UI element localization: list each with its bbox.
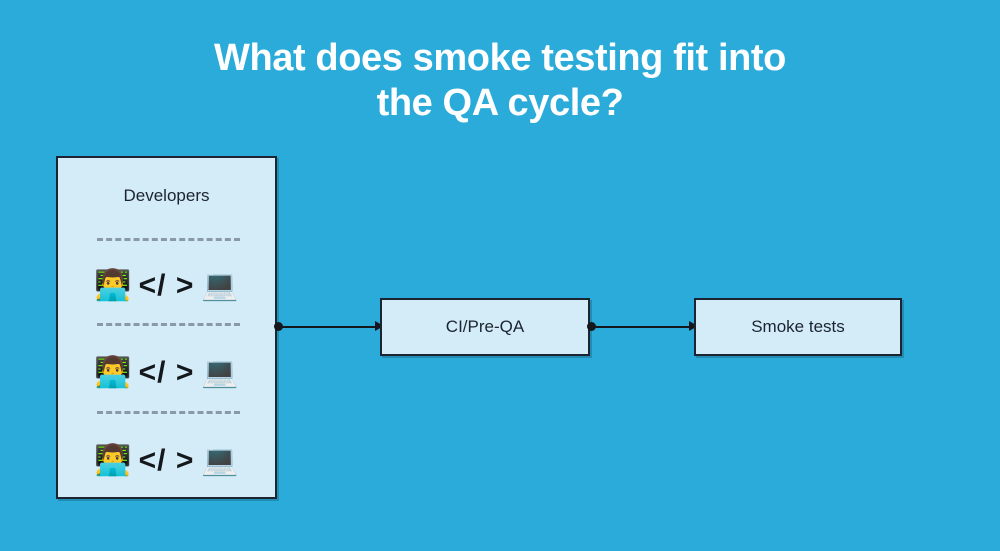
laptop-icon: 💻: [201, 268, 239, 303]
laptop-icon: 💻: [201, 443, 239, 478]
code-tag-label: </ >: [138, 444, 195, 477]
developer-divider-2: [97, 323, 240, 326]
node-ci-pre-qa: CI/Pre-QA: [380, 298, 590, 356]
node-smoke-tests: Smoke tests: [694, 298, 902, 356]
connector-arrowhead-icon: [689, 321, 698, 331]
connector-start-dot-icon: [274, 322, 283, 331]
code-tag-label: </ >: [138, 269, 195, 302]
developer-row-1: 👨‍💻 </ > 💻: [58, 264, 275, 308]
laptop-icon: 💻: [201, 355, 239, 390]
man-technologist-icon: 👨‍💻: [94, 355, 132, 390]
page-title: What does smoke testing fit into the QA …: [0, 36, 1000, 126]
developers-group-label: Developers: [123, 186, 210, 205]
connector-ci-to-smoke: [587, 320, 698, 334]
connector-arrowhead-icon: [375, 321, 384, 331]
connector-line: [592, 326, 690, 328]
connector-developers-to-ci: [274, 320, 384, 334]
connector-line: [279, 326, 376, 328]
developer-divider-3: [97, 411, 240, 414]
developer-divider-1: [97, 238, 240, 241]
man-technologist-icon: 👨‍💻: [94, 443, 132, 478]
developers-list: 👨‍💻 </ > 💻 👨‍💻 </ > 💻 👨‍💻 </ > 💻: [58, 224, 275, 501]
connector-start-dot-icon: [587, 322, 596, 331]
page-title-line-1: What does smoke testing fit into: [213, 37, 786, 79]
code-tag-label: </ >: [138, 356, 195, 389]
node-ci-pre-qa-label: CI/Pre-QA: [445, 317, 525, 336]
page-title-line-2: the QA cycle?: [376, 81, 624, 124]
developers-group-box: Developers 👨‍💻 </ > 💻 👨‍💻 </ > 💻 👨‍💻 </ …: [56, 156, 277, 499]
developer-row-2: 👨‍💻 </ > 💻: [58, 351, 275, 395]
man-technologist-icon: 👨‍💻: [94, 268, 132, 303]
developer-row-3: 👨‍💻 </ > 💻: [58, 439, 275, 483]
node-smoke-tests-label: Smoke tests: [751, 317, 845, 336]
